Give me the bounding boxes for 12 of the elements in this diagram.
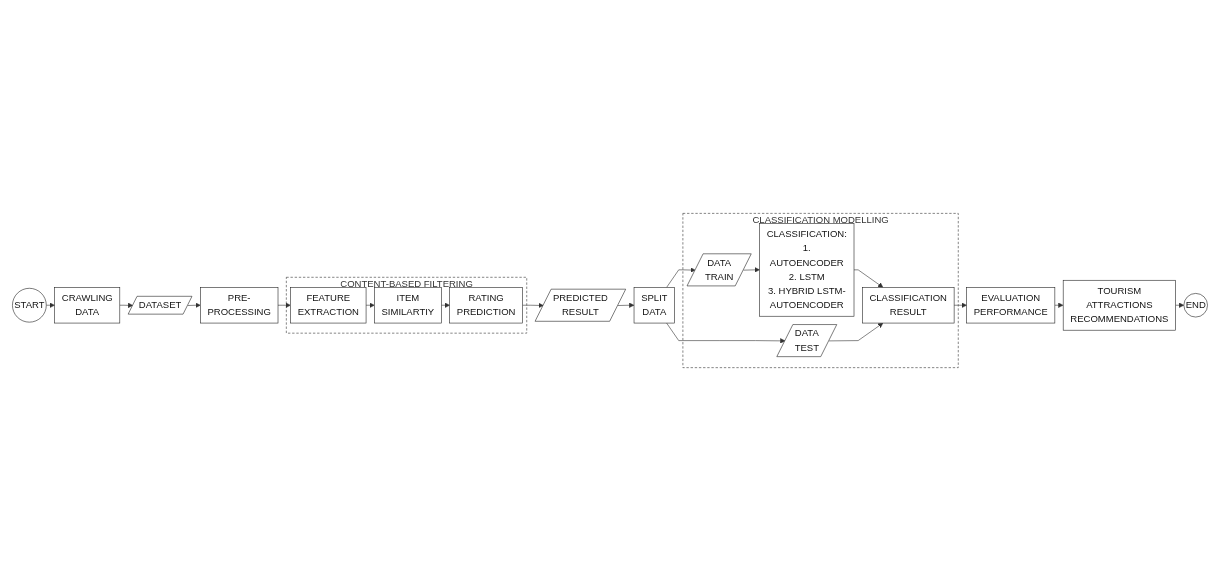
node-box: PRE-PROCESSING <box>200 287 279 324</box>
node-circle: START <box>12 288 47 323</box>
node-box: TOURISM ATTRACTIONS RECOMMENDATIONS <box>1062 279 1176 331</box>
node-box: CLASSIFICATION: 1. AUTOENCODER 2. LSTM 3. HYBRID LSTM-AUTOENCODER <box>759 223 855 317</box>
node-box: CRAWLING DATA <box>54 287 121 324</box>
node-box: SPLIT DATA <box>633 287 675 324</box>
node-circle: END <box>1183 293 1208 318</box>
node-box: ITEM SIMILARTIY <box>374 287 442 324</box>
node-box: EVALUATION PERFORMANCE <box>966 287 1056 324</box>
node-box: FEATURE EXTRACTION <box>290 287 367 324</box>
node-box: RATING PREDICTION <box>449 287 523 324</box>
node-box: CLASSIFICATION RESULT <box>862 287 955 324</box>
